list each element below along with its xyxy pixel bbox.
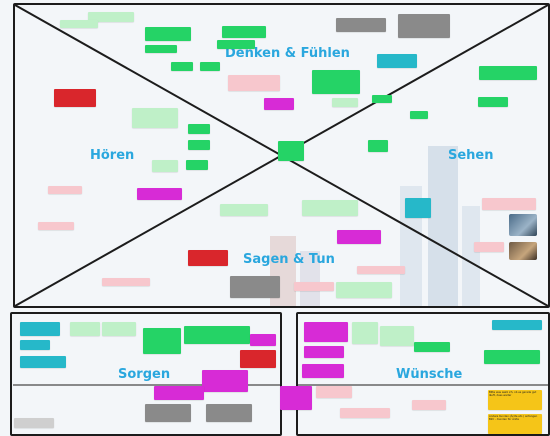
sticky-note[interactable] xyxy=(188,140,210,150)
sticky-note[interactable] xyxy=(294,282,334,291)
sticky-note[interactable] xyxy=(478,97,508,107)
sticky-note[interactable] xyxy=(102,278,150,286)
photo-thumbnail[interactable] xyxy=(509,242,537,260)
sticky-note[interactable] xyxy=(479,66,537,80)
sticky-note[interactable] xyxy=(368,140,388,152)
sticky-note[interactable] xyxy=(184,326,250,344)
section-title-sorgen: Sorgen xyxy=(118,367,171,382)
sticky-note[interactable] xyxy=(202,370,248,392)
section-title-wuensche: Wünsche xyxy=(396,367,463,382)
sticky-note[interactable] xyxy=(372,95,392,103)
photo-thumbnail[interactable] xyxy=(509,214,537,236)
section-title-hoeren: Hören xyxy=(90,148,135,163)
sticky-note[interactable] xyxy=(188,250,228,266)
sticky-note[interactable] xyxy=(88,12,134,22)
sticky-note[interactable] xyxy=(186,160,208,170)
sticky-note[interactable] xyxy=(336,18,386,32)
sticky-note[interactable] xyxy=(20,322,60,336)
sticky-note-yellow[interactable]: Andere Kunden (Ärzte etc.) anfangen B2C … xyxy=(488,414,542,434)
sticky-note[interactable] xyxy=(357,266,405,274)
sticky-note[interactable] xyxy=(474,242,504,252)
sticky-note[interactable] xyxy=(337,230,381,244)
sticky-note[interactable] xyxy=(70,322,100,336)
sticky-note[interactable] xyxy=(380,326,414,346)
section-title-sehen: Sehen xyxy=(448,148,494,163)
sticky-note[interactable] xyxy=(492,320,542,330)
sticky-note[interactable] xyxy=(171,62,193,71)
sticky-note[interactable] xyxy=(340,408,390,418)
sticky-note[interactable] xyxy=(398,14,450,38)
sticky-note[interactable] xyxy=(206,404,252,422)
sticky-note[interactable] xyxy=(20,340,50,350)
sticky-note[interactable] xyxy=(54,89,96,107)
sticky-note[interactable] xyxy=(264,98,294,110)
sticky-note[interactable] xyxy=(414,342,450,352)
sticky-note[interactable] xyxy=(278,141,304,161)
sticky-note[interactable] xyxy=(302,364,344,378)
sticky-note[interactable] xyxy=(410,111,428,119)
sticky-note[interactable] xyxy=(280,386,312,410)
sticky-note[interactable] xyxy=(145,404,191,422)
section-title-sagen: Sagen & Tun xyxy=(243,252,335,267)
sticky-note[interactable] xyxy=(217,40,255,49)
sticky-note[interactable] xyxy=(405,198,431,218)
sticky-note[interactable] xyxy=(332,98,358,107)
sticky-note[interactable] xyxy=(352,322,378,344)
sticky-note[interactable] xyxy=(143,328,181,354)
sticky-note[interactable] xyxy=(312,70,360,94)
sorgen-frame xyxy=(10,312,282,436)
sticky-note[interactable] xyxy=(200,62,220,71)
sticky-note[interactable] xyxy=(316,386,352,398)
sticky-note[interactable] xyxy=(302,200,358,216)
sticky-note[interactable] xyxy=(228,75,280,91)
sticky-note[interactable] xyxy=(482,198,536,210)
sticky-note[interactable] xyxy=(304,322,348,342)
sticky-note[interactable] xyxy=(48,186,82,194)
sticky-note[interactable] xyxy=(145,45,177,53)
sticky-note[interactable] xyxy=(412,400,446,410)
sticky-note[interactable] xyxy=(152,160,178,172)
sticky-note[interactable] xyxy=(60,20,98,28)
sticky-note[interactable] xyxy=(137,188,182,200)
sticky-note[interactable] xyxy=(304,346,344,358)
sticky-note[interactable] xyxy=(188,124,210,134)
wuensche-frame xyxy=(296,312,550,436)
sticky-note[interactable] xyxy=(14,418,54,428)
sticky-note[interactable] xyxy=(250,334,276,346)
sticky-note[interactable] xyxy=(102,322,136,336)
sticky-note[interactable] xyxy=(230,276,280,298)
sticky-note[interactable] xyxy=(220,204,268,216)
sticky-note[interactable] xyxy=(222,26,266,38)
sticky-note-yellow[interactable]: Bitte was weiß ich, ob es gerade gut läu… xyxy=(488,390,542,410)
sticky-note[interactable] xyxy=(377,54,417,68)
section-title-denken: Denken & Fühlen xyxy=(225,46,350,61)
empathy-map-frame xyxy=(13,3,550,308)
sticky-note[interactable] xyxy=(154,386,204,400)
sticky-note[interactable] xyxy=(240,350,276,368)
sticky-note[interactable] xyxy=(336,282,392,298)
sticky-note[interactable] xyxy=(145,27,191,41)
sticky-note[interactable] xyxy=(20,356,66,368)
sticky-note[interactable] xyxy=(484,350,540,364)
sticky-note[interactable] xyxy=(132,108,178,128)
sticky-note[interactable] xyxy=(38,222,74,230)
